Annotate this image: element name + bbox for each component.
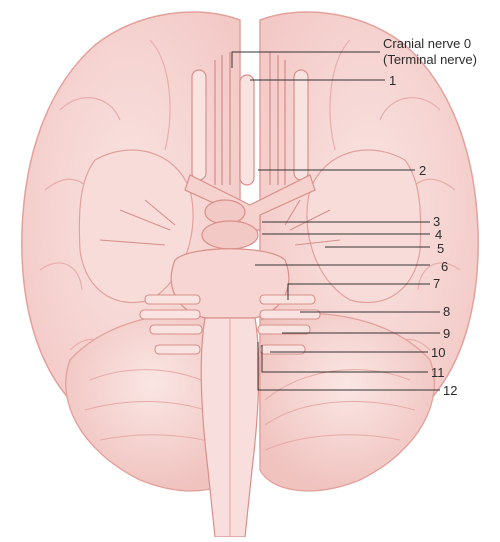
label-5: 5	[437, 241, 444, 256]
label-9: 9	[443, 326, 450, 341]
pituitary	[204, 199, 246, 225]
label-7: 7	[433, 276, 440, 291]
leader-12	[257, 342, 440, 391]
brainstem	[170, 248, 290, 538]
label-cn0-line2: (Terminal nerve)	[383, 52, 477, 67]
label-2: 2	[419, 163, 426, 178]
pons	[170, 248, 290, 319]
label-8: 8	[443, 304, 450, 319]
label-3: 3	[433, 214, 440, 229]
optic-chiasm	[184, 174, 316, 250]
label-12: 12	[443, 383, 457, 398]
label-cn0-line1: Cranial nerve 0	[383, 36, 471, 51]
leader-11	[261, 345, 428, 373]
leader-cn0	[231, 51, 380, 68]
label-1: 1	[389, 73, 396, 88]
label-11: 11	[431, 365, 445, 380]
cerebellum	[65, 312, 435, 492]
right-temporal-lobe	[306, 149, 422, 304]
label-4: 4	[435, 227, 442, 242]
leader-7	[287, 283, 430, 300]
label-6: 6	[441, 259, 448, 274]
label-10: 10	[431, 345, 445, 360]
labels: Cranial nerve 0 (Terminal nerve) 1 2 3 4…	[383, 36, 477, 398]
leader-lines	[231, 51, 440, 391]
olfactory-tracts	[191, 52, 309, 186]
cerebrum	[21, 11, 479, 449]
